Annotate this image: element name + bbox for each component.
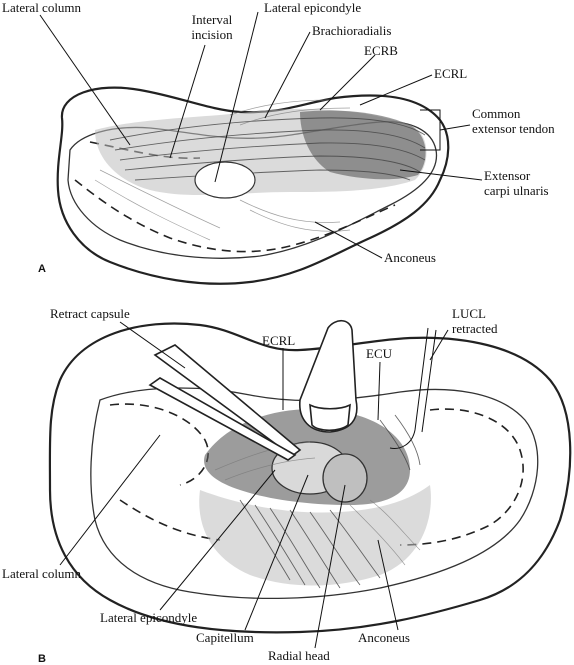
label-a-ecrb: ECRB — [364, 43, 398, 58]
label-a-lateral-column: Lateral column — [2, 0, 82, 15]
leader-a-ecrb — [319, 54, 376, 111]
panel-b-lucl-retractor[interactable] — [299, 319, 358, 433]
panel-b-capsule-forceps-upper[interactable] — [153, 344, 302, 457]
panel-b-dashed-incision-left — [109, 403, 209, 486]
label-a-anconeus: Anconeus — [384, 250, 436, 265]
leader-a-lateral-column — [39, 14, 131, 146]
panel-a-lateral-epicondyle-shape — [194, 161, 256, 199]
label-b-ecrl: ECRL — [262, 333, 295, 348]
label-b-radial-head: Radial head — [268, 648, 330, 663]
leader-a-anconeus — [314, 221, 383, 259]
panel-b-fibers — [214, 414, 421, 589]
label-b-lucl-1: LUCL — [452, 306, 486, 321]
label-a-ecu-2: carpi ulnaris — [484, 183, 549, 198]
label-a-common-2: extensor tendon — [472, 121, 555, 136]
leader-a-brachioradialis — [264, 31, 311, 119]
leader-b-capitellum — [244, 474, 309, 631]
panel-b-letter: B — [38, 653, 46, 665]
panel-b-dashed-incision-bottom — [119, 499, 221, 541]
panel-b-lucl-retractor-tip — [309, 403, 351, 432]
panel-b-muscle-mass — [199, 485, 431, 586]
label-a-common-1: Common — [472, 106, 521, 121]
leader-b-lateral-epicondyle — [159, 469, 276, 611]
label-b-capitellum: Capitellum — [196, 630, 254, 645]
label-b-lateral-column: Lateral column — [2, 566, 82, 581]
label-a-interval-1: Interval — [192, 12, 233, 27]
leader-b-lucl — [429, 329, 449, 361]
panel-a-skin-outline — [56, 86, 450, 285]
leader-b-ecu — [377, 361, 381, 421]
panel-a-letter: A — [38, 263, 46, 275]
panel-a-dashed-incision — [74, 179, 396, 253]
label-b-ecu: ECU — [366, 346, 393, 361]
label-a-lateral-epicondyle: Lateral epicondyle — [264, 0, 361, 15]
label-b-anconeus: Anconeus — [358, 630, 410, 645]
panel-b: Retract capsule ECRL LUCL retracted ECU … — [2, 306, 572, 665]
panel-b-skin-outline — [48, 322, 572, 634]
leader-b-anconeus — [377, 539, 399, 631]
leader-b-retract-capsule — [119, 321, 186, 369]
label-a-brachioradialis: Brachioradialis — [312, 23, 391, 38]
panel-b-capsule-forceps-lower[interactable] — [148, 377, 297, 461]
panel-b-radial-head-shape — [322, 453, 368, 503]
leader-a-lateral-epicondyle — [214, 11, 259, 183]
label-a-interval-2: incision — [191, 27, 233, 42]
label-b-lateral-epicondyle: Lateral epicondyle — [100, 610, 197, 625]
panel-a-fibers — [94, 99, 426, 241]
panel-b-right-hook-2 — [421, 329, 437, 433]
panel-a: Lateral column Interval incision Lateral… — [2, 0, 555, 285]
label-b-retract-capsule: Retract capsule — [50, 306, 130, 321]
label-a-ecrl: ECRL — [434, 66, 467, 81]
panel-b-dashed-incision-right — [399, 408, 524, 546]
panel-b-wound-edge — [90, 387, 539, 600]
label-b-lucl-2: retracted — [452, 321, 498, 336]
leader-a-ecrl — [359, 74, 433, 106]
leader-a-common-extensor — [439, 124, 471, 131]
panel-b-right-hook — [389, 327, 429, 449]
label-a-ecu-1: Extensor — [484, 168, 531, 183]
leader-a-ecu — [399, 169, 483, 181]
leader-a-interval-incision — [169, 44, 206, 159]
leader-b-lateral-column — [59, 434, 161, 566]
leader-b-radial-head — [314, 484, 346, 649]
